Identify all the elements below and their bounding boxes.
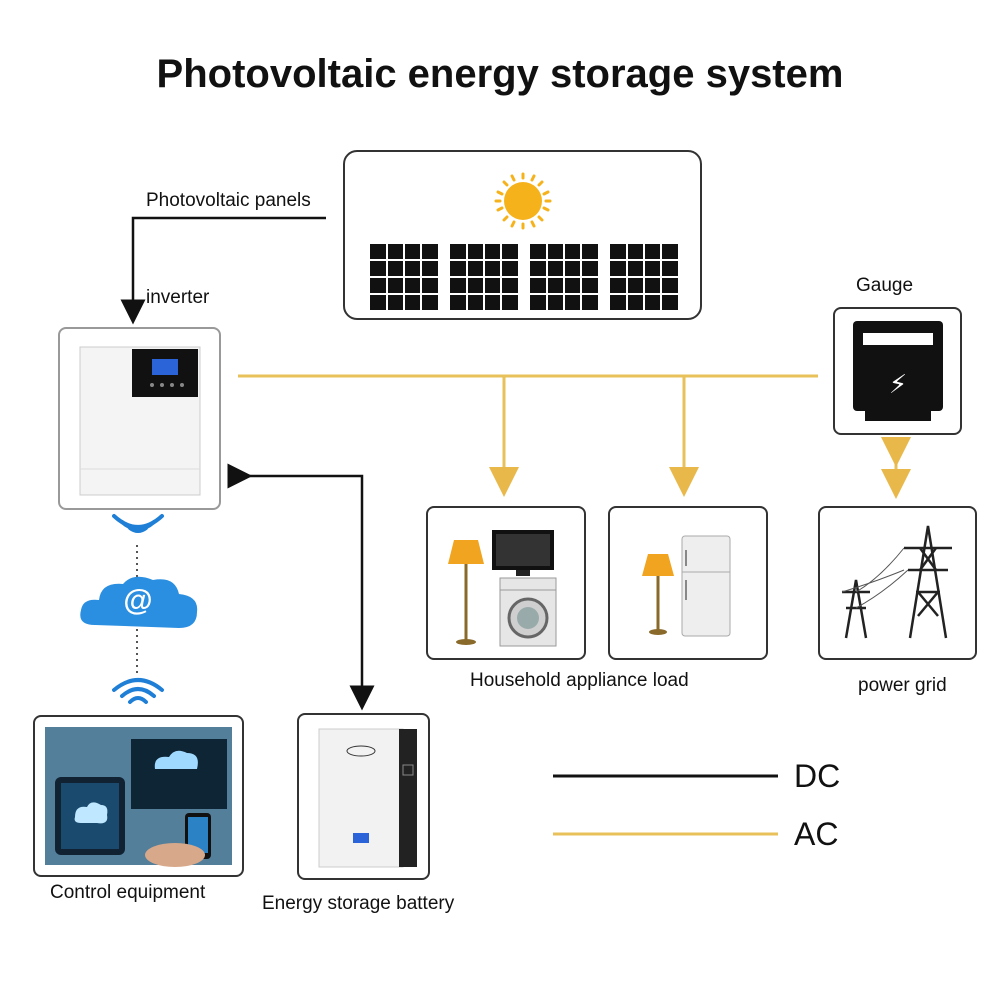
electric-meter-icon	[853, 321, 943, 421]
control-devices-image	[45, 727, 232, 867]
inverter-box	[58, 327, 221, 510]
tv-icon	[492, 530, 554, 576]
cloud-icon	[80, 576, 198, 628]
gauge-box: ⚡	[833, 307, 962, 435]
refrigerator-icon	[681, 535, 731, 637]
floor-lamp-icon	[448, 540, 484, 645]
legend-ac-label: AC	[794, 816, 839, 852]
pv-panel-icon	[530, 244, 598, 310]
wifi-icon	[112, 678, 164, 704]
control-equipment-box	[33, 715, 244, 877]
legend-dc-label: DC	[794, 758, 841, 794]
pv-panel-icon	[450, 244, 518, 310]
battery-label: Energy storage battery	[262, 893, 455, 914]
transmission-tower-icon	[841, 525, 952, 639]
diagram-title: Photovoltaic energy storage system	[156, 52, 844, 96]
battery-box	[297, 713, 430, 880]
inverter-label: inverter	[146, 287, 210, 308]
power-grid-label: power grid	[858, 675, 947, 696]
sun-icon	[494, 172, 552, 230]
floor-lamp-icon	[642, 554, 674, 635]
battery-icon	[318, 728, 417, 868]
pv-panels-label: Photovoltaic panels	[146, 190, 311, 211]
appliance-box-lamp-fridge	[608, 506, 768, 660]
pv-panel-icon	[610, 244, 678, 310]
dc-line-inverter-battery	[227, 463, 375, 711]
power-grid-box	[818, 506, 977, 660]
wifi-icon	[112, 514, 164, 533]
meter-bolt-symbol: ⚡	[888, 369, 908, 399]
inverter-icon	[79, 346, 201, 496]
household-load-label: Household appliance load	[470, 670, 689, 691]
control-equipment-label: Control equipment	[50, 882, 206, 903]
gauge-label: Gauge	[856, 275, 914, 296]
appliance-box-lamp-tv-washer	[426, 506, 586, 660]
pv-panel-icon	[370, 244, 438, 310]
solar-panels-box	[343, 150, 702, 320]
washing-machine-icon	[499, 577, 557, 647]
dc-line-pv-to-inverter	[120, 216, 326, 325]
cloud-at-symbol: @	[123, 584, 153, 617]
